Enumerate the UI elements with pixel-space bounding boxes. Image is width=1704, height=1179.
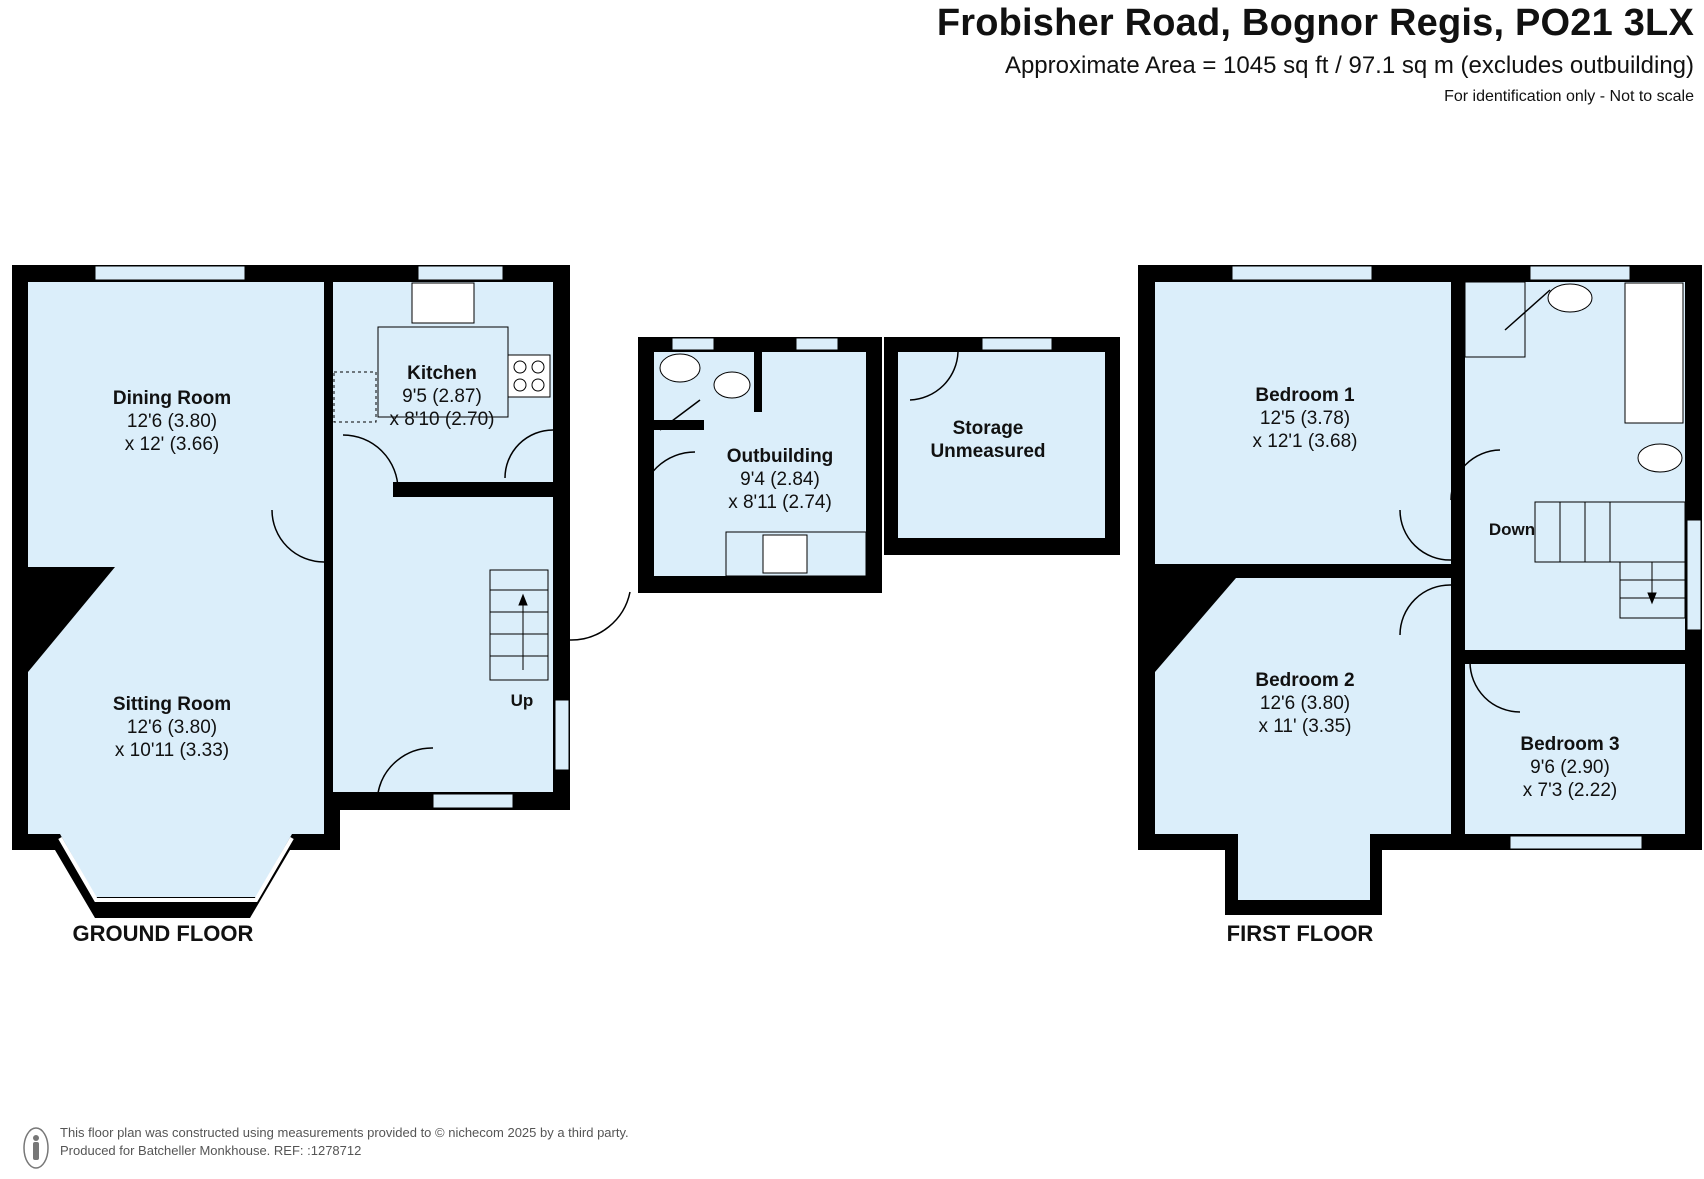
- page-title: Frobisher Road, Bognor Regis, PO21 3LX: [936, 2, 1694, 44]
- hall-area: [333, 497, 553, 792]
- bedroom2-area: [1155, 578, 1451, 900]
- bedroom2-name: Bedroom 2: [1255, 670, 1354, 691]
- bedroom2-dim: x 11' (3.35): [1258, 716, 1351, 737]
- room-labels: Dining Room 12'6 (3.80) x 12' (3.66) Kit…: [73, 363, 1620, 946]
- kitchen-window: [417, 265, 504, 281]
- outbuilding-dim: 9'4 (2.84): [740, 469, 820, 490]
- outbuilding-worktop: [725, 531, 867, 577]
- outbuilding-wc-wall2: [754, 352, 762, 412]
- outbuilding-name: Outbuilding: [727, 446, 834, 467]
- kitchen-dim: x 8'10 (2.70): [389, 409, 494, 430]
- bedroom3-area: [1465, 664, 1685, 834]
- outbuilding-window: [795, 337, 839, 351]
- toilet-icon: [713, 371, 751, 399]
- sitting-room-name: Sitting Room: [113, 694, 231, 715]
- bedroom3-dim: x 7'3 (2.22): [1523, 780, 1617, 801]
- door-arc: [639, 451, 696, 506]
- stairs-down-label: Down: [1489, 520, 1535, 539]
- first-floor: [1138, 265, 1702, 915]
- stairs-up-label: Up: [511, 691, 534, 710]
- first-floor-label: FIRST FLOOR: [1227, 921, 1374, 946]
- storage-area: [898, 352, 1105, 538]
- sitting-room-area: [28, 567, 324, 897]
- bedroom3-name: Bedroom 3: [1520, 734, 1619, 755]
- basin-icon: [659, 353, 701, 383]
- door-arc: [569, 591, 631, 641]
- dining-window: [94, 265, 246, 281]
- first-stairs: [1534, 501, 1686, 619]
- landing-area: [1465, 500, 1685, 650]
- hob-icon: [507, 354, 551, 398]
- dining-room-name: Dining Room: [113, 388, 231, 409]
- toilet-icon: [1637, 443, 1683, 473]
- door-arc: [504, 429, 554, 479]
- outbuilding-wc-wall: [654, 420, 704, 430]
- bedroom1-dim: 12'5 (3.78): [1260, 408, 1350, 429]
- door-arc: [1399, 509, 1452, 561]
- sitting-room-dim: x 10'11 (3.33): [115, 740, 229, 761]
- front-window: [432, 793, 514, 809]
- door-arc: [659, 399, 701, 431]
- bath-icon: [1624, 282, 1684, 424]
- door-arc: [377, 747, 434, 794]
- kitchen-name: Kitchen: [407, 363, 477, 384]
- hall-side-window: [554, 699, 570, 771]
- ground-floor: [12, 265, 631, 918]
- storage-dim: Unmeasured: [930, 441, 1045, 462]
- bathroom-cupboard: [1464, 281, 1526, 358]
- door-arc: [1399, 584, 1452, 636]
- landing-window: [1686, 519, 1702, 631]
- hall-lower: [333, 430, 393, 500]
- dining-room-area: [28, 282, 324, 567]
- bedroom3-dim: 9'6 (2.90): [1530, 757, 1610, 778]
- door-arc: [909, 351, 959, 401]
- bedroom1-name: Bedroom 1: [1255, 385, 1355, 406]
- sink-icon: [411, 282, 475, 324]
- outbuilding: [638, 337, 882, 593]
- storage: [884, 337, 1120, 555]
- footer-line2: Produced for Batcheller Monkhouse. REF: …: [60, 1143, 362, 1158]
- door-arc: [1469, 661, 1521, 713]
- bedroom1-area: [1155, 282, 1451, 564]
- bedroom1-window: [1231, 265, 1373, 281]
- door-arc: [1450, 449, 1501, 501]
- hob-icon: [762, 534, 808, 574]
- bedroom2-dim: 12'6 (3.80): [1260, 693, 1350, 714]
- bedroom3-window: [1509, 835, 1643, 850]
- door-arc: [271, 509, 325, 563]
- footer: This floor plan was constructed using me…: [60, 1124, 629, 1160]
- bathroom-window: [1529, 265, 1631, 281]
- sitting-room-bay-window: [58, 836, 294, 902]
- outbuilding-dim: x 8'11 (2.74): [728, 492, 832, 513]
- storage-name: Storage: [953, 418, 1024, 439]
- disclaimer-note: For identification only - Not to scale: [1444, 88, 1694, 105]
- door-arc: [342, 434, 399, 491]
- dining-room-dim: x 12' (3.66): [125, 434, 219, 455]
- sitting-room-dim: 12'6 (3.80): [127, 717, 217, 738]
- basin-icon: [1547, 283, 1593, 313]
- kitchen-unit: [333, 371, 377, 423]
- area-summary: Approximate Area = 1045 sq ft / 97.1 sq …: [1004, 52, 1694, 79]
- person-scale-icon: [23, 1127, 49, 1169]
- bedroom1-dim: x 12'1 (3.68): [1252, 431, 1357, 452]
- storage-window: [981, 337, 1053, 351]
- ground-stairs: [489, 569, 549, 681]
- outbuilding-window: [671, 337, 715, 351]
- dining-room-dim: 12'6 (3.80): [127, 411, 217, 432]
- kitchen-dim: 9'5 (2.87): [402, 386, 482, 407]
- ground-floor-label: GROUND FLOOR: [73, 921, 254, 946]
- door-arc: [1504, 289, 1551, 331]
- footer-line1: This floor plan was constructed using me…: [60, 1125, 629, 1140]
